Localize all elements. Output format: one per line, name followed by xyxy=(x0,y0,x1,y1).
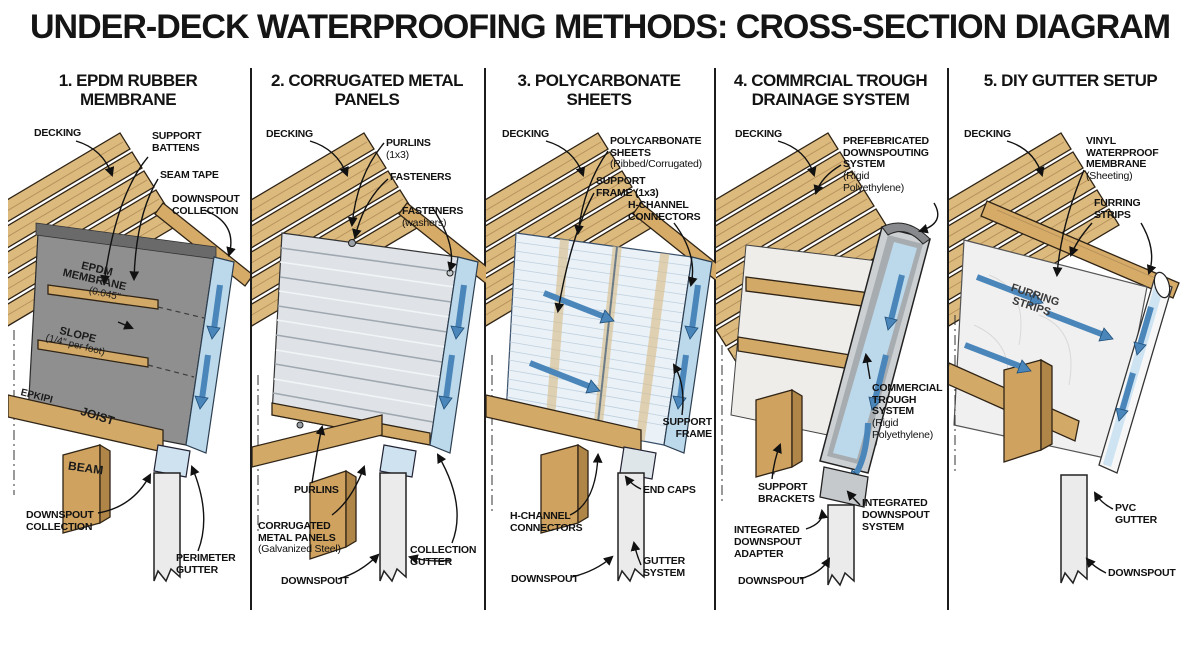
support-post-side xyxy=(345,469,357,549)
panel-divider-2 xyxy=(484,68,486,610)
downspout-collection-box xyxy=(153,444,191,478)
end-cap xyxy=(619,446,657,480)
label-integrated-adapter: INTEGRATED DOWNSPOUT ADAPTER xyxy=(734,524,802,560)
panel-1-illustration xyxy=(8,132,250,583)
furring-strip-board xyxy=(980,200,1180,299)
label-vinyl-membrane: VINYL WATERPROOF MEMBRANE (Sheeting) xyxy=(1086,134,1159,182)
pointer-arrows xyxy=(1006,140,1157,574)
flow-arrow xyxy=(528,360,601,394)
label-downspout-collection-top: DOWNSPOUT COLLECTION xyxy=(172,193,240,217)
pointer-arrows xyxy=(771,140,939,580)
label-seam-tape: SEAM TAPE xyxy=(160,169,219,181)
downspout-pipe xyxy=(153,472,181,583)
dashed-seam-line xyxy=(157,306,205,319)
label-h-channel-bottom: H-CHANNEL CONNECTORS xyxy=(510,510,583,534)
pointer-arrows xyxy=(309,140,458,580)
label-corrugated-metal-panels: CORRUGATED METAL PANELS (Galvanized Stee… xyxy=(258,519,341,556)
label-purlins-bottom: PURLINS xyxy=(294,484,339,496)
gutter-corner-box xyxy=(379,444,417,478)
label-decking: DECKING xyxy=(266,128,314,140)
pointer-arrows xyxy=(545,140,698,578)
support-post-side xyxy=(791,388,803,469)
panel-divider-3 xyxy=(714,68,716,610)
panel-4-illustration xyxy=(716,132,939,587)
joist-board xyxy=(252,414,383,468)
label-pvc-gutter: PVC GUTTER xyxy=(1115,502,1157,526)
flow-arrow xyxy=(975,274,1044,306)
page-title: UNDER-DECK WATERPROOFING METHODS: CROSS-… xyxy=(29,8,1171,46)
label-integrated-system: INTEGRATED DOWNSPOUT SYSTEM xyxy=(862,497,930,533)
label-downspout: DOWNSPOUT xyxy=(511,573,579,585)
label-polycarbonate-sheets: POLYCARBONATE SHEETS (Ribbed/Corrugated) xyxy=(610,134,702,171)
fastener-screw xyxy=(348,239,356,247)
flow-arrow xyxy=(884,274,905,331)
fastener-screw xyxy=(296,421,304,429)
support-post xyxy=(1003,359,1042,463)
label-support-frame-right: SUPPORT FRAME xyxy=(662,416,713,440)
gutter-pipe-opening xyxy=(1153,271,1171,299)
support-post-side xyxy=(577,443,589,525)
label-decking: DECKING xyxy=(735,128,783,140)
panel-2-illustration xyxy=(252,132,486,583)
flow-arrow xyxy=(1133,306,1154,356)
flow-arrow xyxy=(1115,372,1136,422)
label-downspout-collection-bottom: DOWNSPOUT COLLECTION xyxy=(26,509,94,533)
downspout-pipe xyxy=(379,472,407,583)
h-channel-seam xyxy=(596,246,618,433)
dashed-seam-line xyxy=(147,364,195,378)
panel-3-title: 3. POLYCARBONATE SHEETS xyxy=(517,71,681,110)
downspout-adapter-box xyxy=(819,466,869,508)
pointer-arrows xyxy=(75,140,236,552)
label-downspout: DOWNSPOUT xyxy=(1108,567,1176,579)
support-battens-strips xyxy=(37,284,159,368)
flow-arrow xyxy=(868,354,889,411)
panel-4-title: 4. COMMRCIAL TROUGH DRAINAGE SYSTEM xyxy=(733,71,928,110)
label-decking: DECKING xyxy=(34,127,82,139)
support-post-side xyxy=(1040,358,1053,452)
label-furring-strips: FURRING STRIPS xyxy=(1094,197,1141,221)
panel-divider-1 xyxy=(250,68,252,610)
trough-end-profile xyxy=(881,222,931,245)
downspout-pipe xyxy=(827,504,855,587)
panel-3-illustration xyxy=(486,132,716,583)
label-h-channel-top: H-CHANNEL CONNECTORS xyxy=(628,199,701,223)
fastener-washer xyxy=(446,269,454,277)
flow-arrow xyxy=(194,354,211,410)
flow-arrow xyxy=(438,354,455,410)
label-perimeter-gutter: PERIMETER GUTTER xyxy=(176,552,236,576)
label-downspout: DOWNSPOUT xyxy=(281,575,349,587)
flow-arrow xyxy=(542,290,615,324)
flow-arrow xyxy=(450,284,467,340)
panel-divider-4 xyxy=(947,68,949,610)
label-fasteners-washers: FASTENERS (washers) xyxy=(402,204,464,229)
label-support-battens: SUPPORT BATTENS xyxy=(152,130,202,154)
label-decking: DECKING xyxy=(964,128,1012,140)
label-gutter-system: GUTTER SYSTEM xyxy=(643,555,685,579)
label-prefab-downspouting: PREFEBRICATED DOWNSPOUTING SYSTEM (Rigid… xyxy=(843,134,929,194)
label-downspout: DOWNSPOUT xyxy=(738,575,806,587)
panel-5-illustration xyxy=(949,132,1180,585)
panel-1-title: 1. EPDM RUBBER MEMBRANE xyxy=(58,71,198,110)
flow-arrow xyxy=(963,342,1032,374)
corrugation-ridges xyxy=(272,247,457,423)
label-support-brackets: SUPPORT BRACKETS xyxy=(758,481,815,505)
flow-arrow xyxy=(1045,310,1114,342)
flow-arrow xyxy=(206,284,223,340)
label-support-frame-top: SUPPORT FRAME (1x3) xyxy=(596,175,659,199)
label-decking: DECKING xyxy=(502,128,550,140)
support-post-side xyxy=(99,443,111,525)
downspout-pipe xyxy=(1060,474,1088,585)
flow-arrow xyxy=(684,284,701,340)
label-fasteners: FASTENERS xyxy=(390,171,452,183)
label-purlins-top: PURLINS (1x3) xyxy=(386,136,431,161)
panel-5-title: 5. DIY GUTTER SETUP xyxy=(983,71,1158,90)
label-end-caps: END CAPS xyxy=(643,484,696,496)
label-collection-gutter: COLLECTION GUTTER xyxy=(410,544,477,568)
label-commercial-trough: COMMERCIAL TROUGH SYSTEM (Rigid Polyethy… xyxy=(872,381,943,441)
panel-2-title: 2. CORRUGATED METAL PANELS xyxy=(271,71,463,110)
